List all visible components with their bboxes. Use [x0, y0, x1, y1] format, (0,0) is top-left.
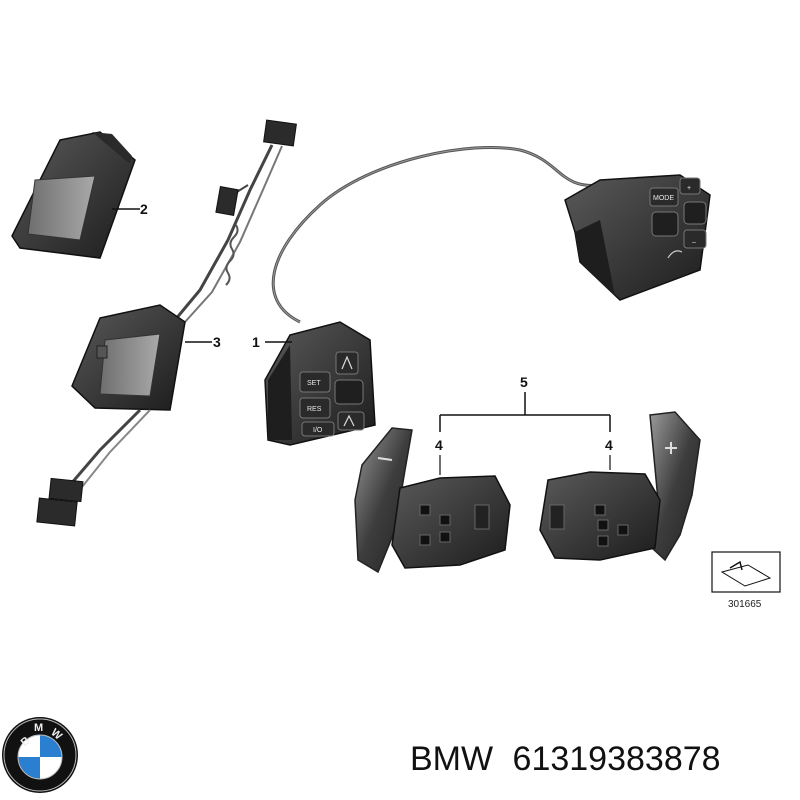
part-2-control-module [11, 131, 136, 259]
set-button-graphic: SET [299, 371, 331, 393]
io-button-graphic: I/O [301, 421, 335, 437]
part-1-multifunction-switch: SET RES I/O MODE + – [264, 146, 711, 446]
callout-2: 2 [140, 201, 148, 217]
reference-icon [711, 551, 781, 593]
svg-text:RES: RES [307, 406, 322, 413]
reference-number: 301665 [728, 599, 762, 610]
plus-label-graphic: + [687, 185, 691, 192]
left-shift-paddle [354, 427, 511, 574]
callout-bracket-5 [439, 392, 611, 432]
svg-text:SET: SET [307, 380, 321, 387]
bmw-logo: B M W [2, 717, 78, 793]
minus-label-graphic: – [692, 239, 696, 246]
part-caption: BMW 61319383878 [410, 740, 795, 784]
callout-4-left: 4 [435, 437, 443, 453]
res-button-graphic: RES [299, 397, 331, 419]
right-shift-paddle [539, 411, 701, 562]
svg-text:I/O: I/O [313, 427, 323, 434]
part-number: 61319383878 [512, 740, 721, 778]
callout-4-right: 4 [605, 437, 613, 453]
svg-text:M: M [34, 722, 43, 734]
brand-name: BMW [410, 740, 494, 778]
callout-5: 5 [520, 374, 528, 390]
callout-3: 3 [213, 334, 221, 350]
callout-1: 1 [252, 334, 260, 350]
part-3-wiring-harness [36, 119, 297, 527]
mode-button-graphic: MODE [649, 187, 679, 207]
svg-text:MODE: MODE [653, 195, 674, 202]
